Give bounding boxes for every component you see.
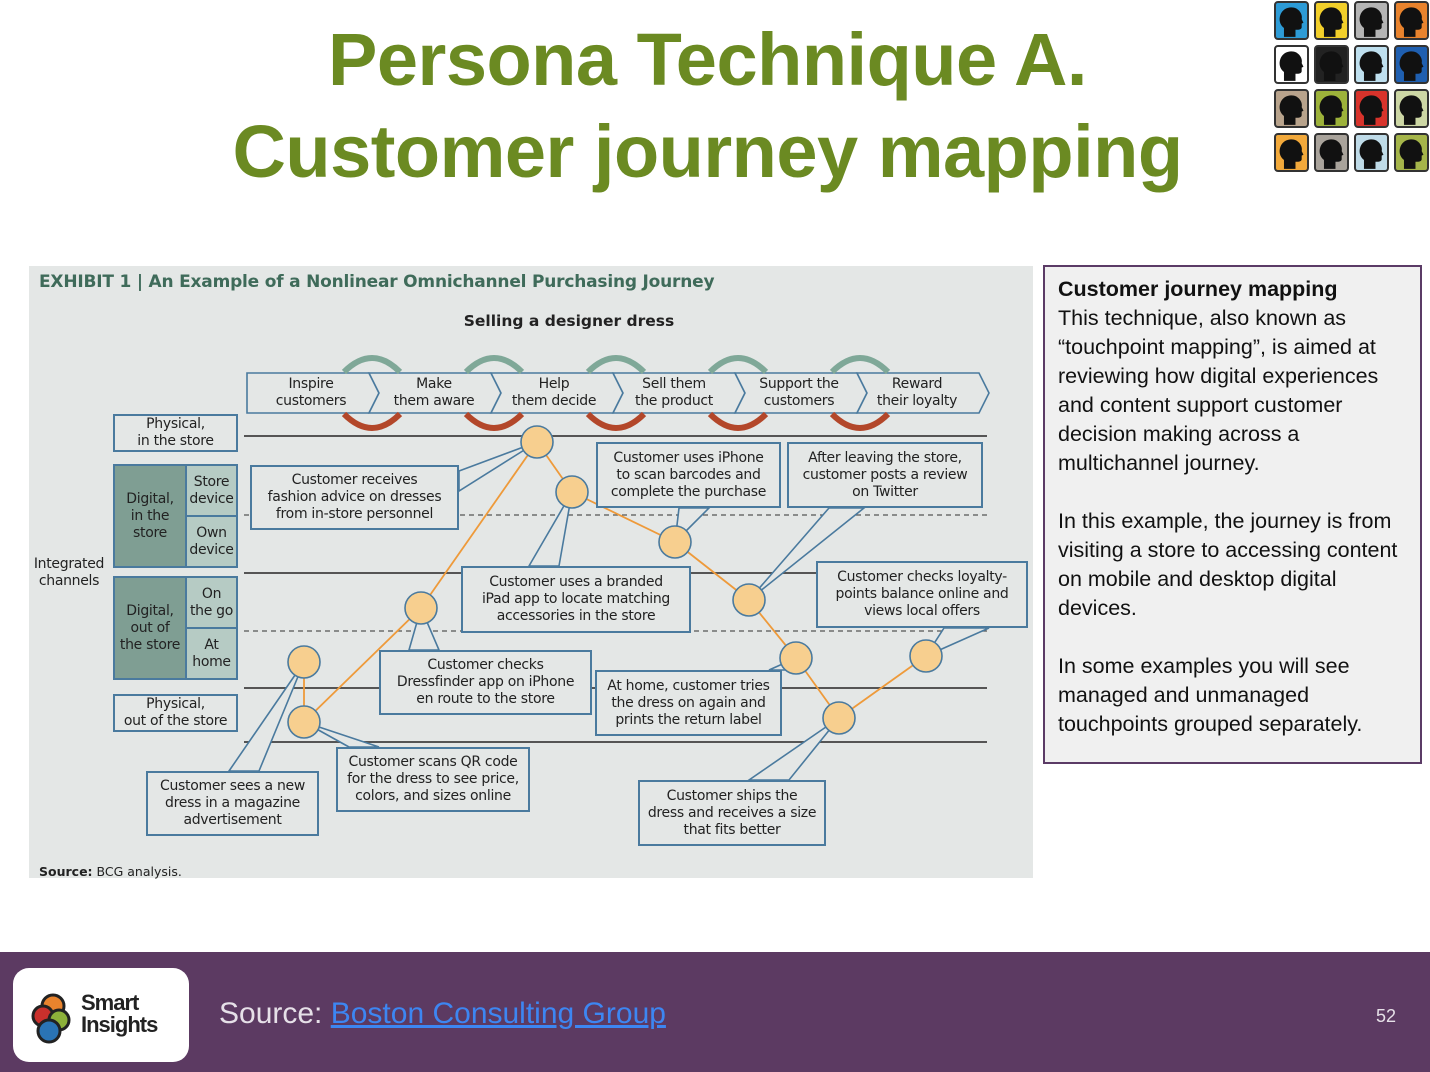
forward-loop-arrow-3 [707, 355, 769, 375]
head-brain-orange-icon [1394, 89, 1429, 128]
smart-insights-logo[interactable]: Smart Insights [13, 968, 189, 1062]
footer-source: Source: Boston Consulting Group [219, 997, 666, 1030]
forward-loop-arrow-2 [585, 355, 647, 375]
touchpoint-fashion-advice: Customer receives fashion advice on dres… [250, 465, 459, 530]
logo-wordmark: Smart Insights [81, 990, 158, 1037]
touchpoint-scan-barcodes: Customer uses iPhone to scan barcodes an… [596, 442, 781, 508]
journey-path-segment-4 [571, 491, 679, 544]
forward-loop-arrow-0 [341, 355, 403, 375]
head-skull-icon [1314, 45, 1349, 84]
head-question-icon [1354, 1, 1389, 40]
touchpoint-twitter-review: After leaving the store, customer posts … [787, 442, 983, 508]
journey-diagram-graphics [227, 355, 990, 781]
title-line-2: Customer journey mapping [232, 110, 1183, 193]
head-cross-icon [1354, 89, 1389, 128]
source-link[interactable]: Boston Consulting Group [330, 997, 666, 1030]
touchpoint-loyalty-points: Customer checks loyalty- points balance … [816, 561, 1028, 628]
touchpoint-node-1 [287, 645, 321, 679]
journey-exhibit: EXHIBIT 1 | An Example of a Nonlinear Om… [29, 266, 1033, 879]
channel-store-device: Store device [185, 464, 238, 517]
touchpoint-ships-dress: Customer ships the dress and receives a … [638, 780, 826, 846]
head-at-sign-icon [1394, 45, 1429, 84]
head-lightbulb-icon [1394, 1, 1429, 40]
stage-support: Support the customers [759, 376, 839, 409]
head-spark-icon [1274, 133, 1309, 172]
stage-inspire: Inspire customers [275, 376, 347, 409]
footer-bar: Smart Insights Source: Boston Consulting… [0, 952, 1430, 1072]
touchpoint-node-2 [404, 591, 438, 625]
slide-title: Persona Technique A. Customer journey ma… [150, 14, 1265, 198]
touchpoint-qr-code: Customer scans QR code for the dress to … [336, 747, 530, 812]
explanation-para-1: This technique, also known as “touchpoin… [1058, 306, 1379, 475]
touchpoint-ipad-app: Customer uses a branded iPad app to loca… [461, 566, 691, 633]
head-leaf-icon [1394, 133, 1429, 172]
backward-loop-arrow-1 [463, 411, 525, 431]
touchpoint-return-label: At home, customer tries the dress on aga… [595, 670, 782, 736]
forward-loop-arrow-4 [829, 355, 891, 375]
backward-loop-arrow-0 [341, 411, 403, 431]
head-checkmark-icon [1314, 89, 1349, 128]
channel-own-device: Own device [185, 515, 238, 568]
journey-path-segment-1 [303, 605, 424, 723]
touchpoint-node-4 [555, 475, 589, 509]
channel-physical-out-store: Physical, out of the store [113, 694, 238, 732]
touchpoint-node-3 [520, 425, 554, 459]
exhibit-subtitle: Selling a designer dress [463, 312, 675, 330]
touchpoint-dressfinder-app: Customer checks Dressfinder app on iPhon… [379, 650, 592, 715]
backward-loop-arrow-4 [829, 411, 891, 431]
touchpoint-node-6 [732, 583, 766, 617]
page-number: 52 [1376, 1006, 1397, 1026]
head-globe-icon [1354, 45, 1389, 84]
explanation-heading: Customer journey mapping [1058, 277, 1338, 301]
touchpoint-node-7 [779, 641, 813, 675]
touchpoint-magazine-ad: Customer sees a new dress in a magazine … [146, 771, 319, 836]
channel-at-home: At home [185, 627, 238, 680]
integrated-channels-label: Integrated channels [33, 556, 105, 589]
channel-physical-in-store: Physical, in the store [113, 414, 238, 452]
channel-digital-out-store: Digital, out of the store [113, 576, 187, 680]
head-dollar-icon [1314, 1, 1349, 40]
explanation-para-3: In some examples you will see managed an… [1058, 654, 1363, 736]
backward-loop-arrow-3 [707, 411, 769, 431]
touchpoint-node-9 [909, 639, 943, 673]
stage-decide: Help them decide [511, 376, 597, 409]
head-clock-icon [1314, 133, 1349, 172]
stage-sell: Sell them the product [635, 376, 713, 409]
head-book-icon [1354, 133, 1389, 172]
stage-aware: Make them aware [393, 376, 475, 409]
head-brain-colorful-icon [1274, 1, 1309, 40]
stage-reward: Reward their loyalty [876, 376, 958, 409]
title-line-1: Persona Technique A. [328, 18, 1087, 101]
exhibit-source: Source: BCG analysis. [39, 864, 182, 879]
journey-path-segment-2 [420, 439, 540, 609]
journey-path-segment-8 [838, 653, 929, 719]
explanation-box: Customer journey mapping This technique,… [1043, 265, 1422, 764]
channel-digital-in-store: Digital, in the store [113, 464, 187, 568]
callout-pointer-3 [458, 441, 538, 493]
persona-icons-grid [1274, 1, 1429, 175]
touchpoint-node-8 [822, 701, 856, 735]
stage-chevron-5 [855, 372, 990, 414]
touchpoint-node-5 [658, 525, 692, 559]
touchpoint-node-0 [287, 705, 321, 739]
channel-on-the-go: On the go [185, 576, 238, 629]
backward-loop-arrow-2 [585, 411, 647, 431]
head-maze-icon [1274, 45, 1309, 84]
head-swirl-icon [1274, 89, 1309, 128]
callout-pointer-6 [748, 507, 867, 601]
exhibit-title: EXHIBIT 1 | An Example of a Nonlinear Om… [39, 272, 715, 292]
forward-loop-arrow-1 [463, 355, 525, 375]
smart-insights-logo-icon [31, 993, 71, 1044]
explanation-para-2: In this example, the journey is from vis… [1058, 509, 1398, 620]
